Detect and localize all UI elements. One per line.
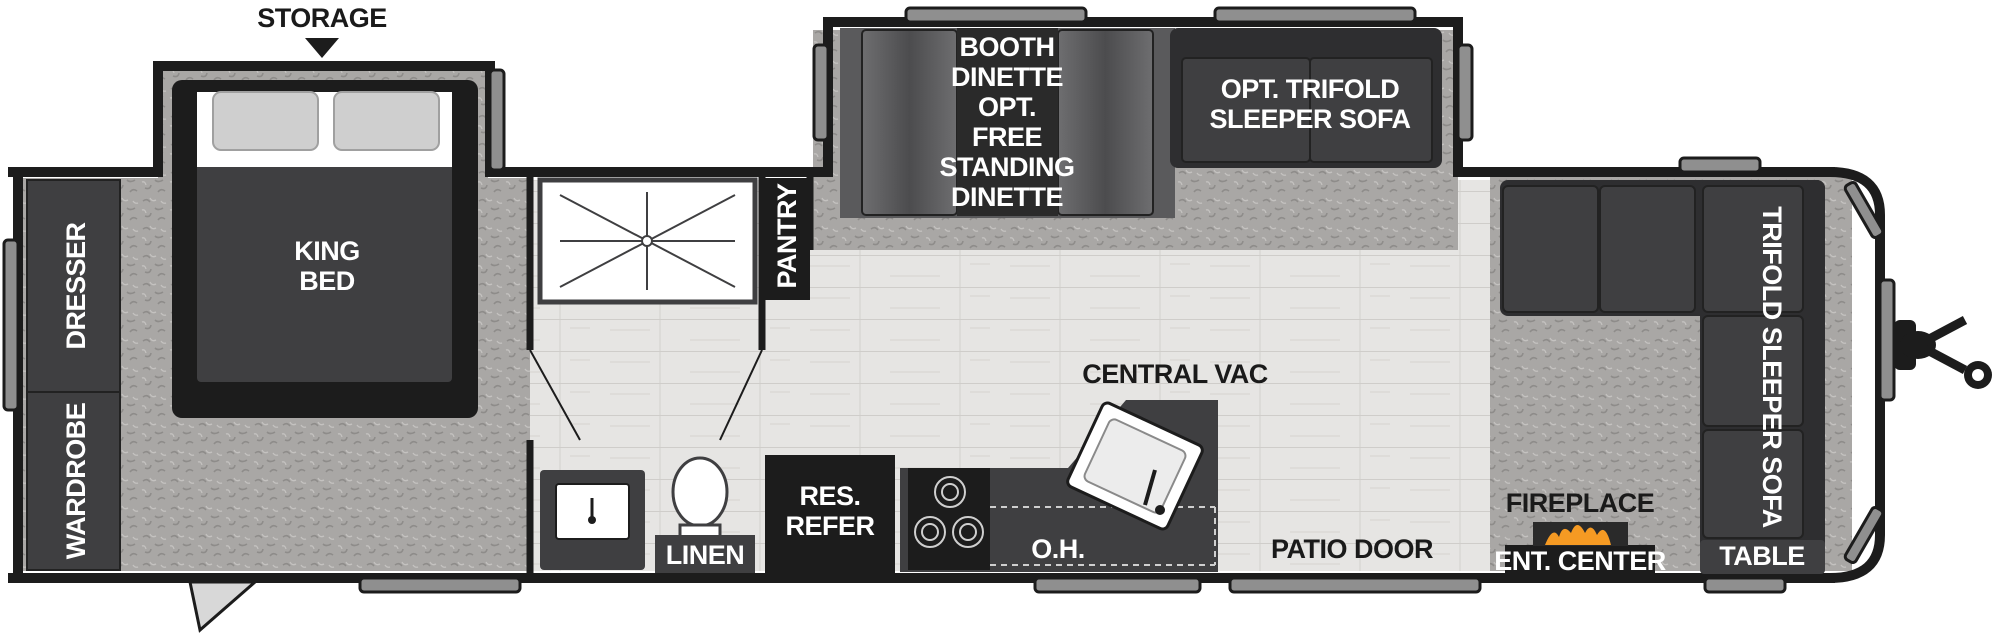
- toilet: [671, 456, 729, 545]
- patio-door-label: PATIO DOOR: [1271, 534, 1433, 564]
- opt-trifold-sleeper-sofa: OPT. TRIFOLD SLEEPER SOFA: [1170, 28, 1442, 168]
- king-bed-label-2: BED: [299, 266, 355, 296]
- flame-icon: [1545, 525, 1611, 545]
- wardrobe: WARDROBE: [26, 391, 121, 571]
- opt-sofa-label-1: OPT. TRIFOLD: [1221, 74, 1400, 104]
- arrow-down-icon: [305, 38, 339, 58]
- central-vac-label: CENTRAL VAC: [1082, 359, 1268, 389]
- dresser: DRESSER: [26, 179, 121, 393]
- windows: [2, 6, 1896, 594]
- dinette-label-2: DINETTE: [951, 62, 1063, 92]
- entry-door: [188, 580, 259, 633]
- booth-dinette: BOOTH DINETTE OPT. FREE STANDING DINETTE: [840, 28, 1175, 218]
- pantry-label: PANTRY: [772, 183, 802, 288]
- dinette-label-5: STANDING: [940, 152, 1075, 182]
- opt-sofa-label-2: SLEEPER SOFA: [1209, 104, 1410, 134]
- fireplace-ent-center: FIREPLACE ENT. CENTER: [1494, 488, 1666, 576]
- res-refer-label-1: RES.: [799, 481, 860, 511]
- king-bed-label-1: KING: [294, 236, 360, 266]
- king-bed: KING BED: [172, 80, 478, 418]
- table: TABLE: [1700, 540, 1825, 574]
- table-label: TABLE: [1719, 541, 1805, 571]
- hitch-icon: [1894, 316, 1992, 389]
- trifold-sofa-label: TRIFOLD SLEEPER SOFA: [1757, 206, 1787, 528]
- linen: LINEN: [655, 535, 755, 573]
- storage-marker: STORAGE: [257, 3, 387, 58]
- bath-sink: [540, 470, 645, 570]
- dinette-label-4: FREE: [972, 122, 1042, 152]
- storage-label: STORAGE: [257, 3, 387, 33]
- trifold-sleeper-sofa: TRIFOLD SLEEPER SOFA: [1500, 180, 1825, 570]
- linen-label: LINEN: [666, 540, 745, 570]
- pantry: PANTRY: [765, 178, 810, 300]
- res-refer-label-2: REFER: [785, 511, 874, 541]
- oh-label: O.H.: [1031, 534, 1085, 564]
- dinette-label-1: BOOTH: [960, 32, 1055, 62]
- res-refer: RES. REFER: [765, 455, 895, 573]
- dresser-label: DRESSER: [61, 222, 91, 349]
- dinette-label-6: DINETTE: [951, 182, 1063, 212]
- dinette-label-3: OPT.: [978, 92, 1036, 122]
- shower: [537, 177, 758, 305]
- stove-icon: [914, 476, 984, 548]
- fireplace-label: FIREPLACE: [1506, 488, 1655, 518]
- kitchen-sink: [1066, 401, 1204, 531]
- wardrobe-label: WARDROBE: [61, 403, 91, 560]
- ent-center-label: ENT. CENTER: [1494, 546, 1666, 576]
